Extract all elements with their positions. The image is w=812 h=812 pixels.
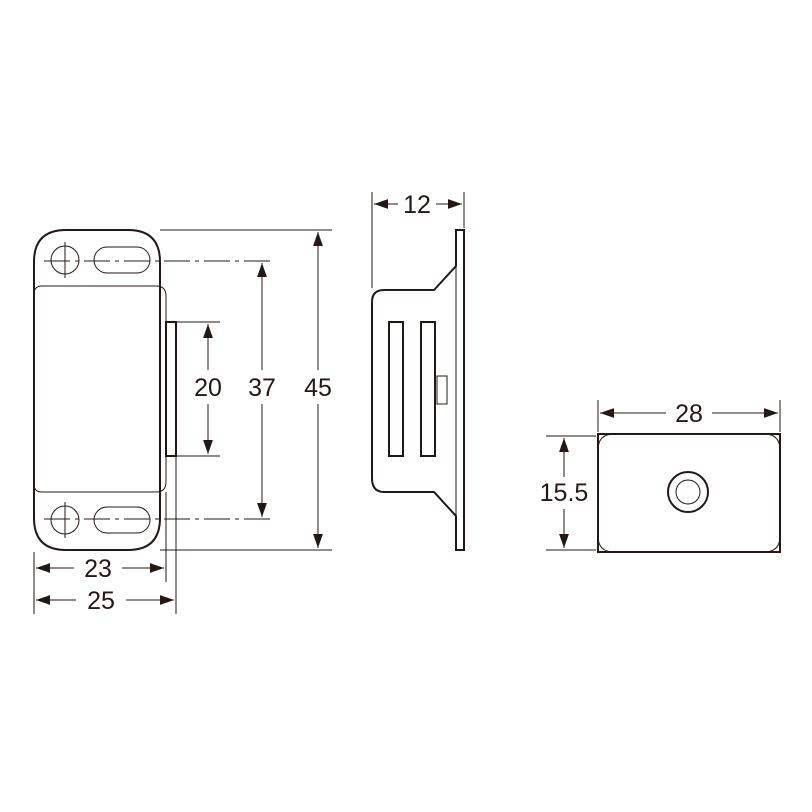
dim-12-label: 12 — [403, 191, 431, 219]
dim-23-label: 23 — [84, 555, 112, 583]
side-profile — [371, 229, 465, 551]
front-view: 20 37 45 23 25 — [33, 229, 332, 615]
front-inner-housing — [33, 285, 167, 493]
dim-45-label: 45 — [304, 374, 332, 402]
dim-15-5-label: 15.5 — [540, 479, 589, 507]
side-view: 12 — [371, 191, 465, 551]
dim-37-label: 37 — [248, 374, 276, 402]
top-slot-hole — [93, 246, 151, 274]
front-outer-body — [33, 229, 161, 551]
strike-plate-outer — [597, 433, 781, 553]
dim-28-label: 28 — [675, 400, 703, 428]
side-latch-tab — [436, 375, 448, 405]
side-magnet-plate-2 — [420, 321, 436, 457]
strike-plate-view: 28 15.5 — [540, 400, 781, 553]
dim-25-label: 25 — [87, 587, 115, 615]
strike-plate-inner — [597, 433, 781, 553]
strike-plate-screw-outer — [667, 471, 709, 513]
magnet-face — [165, 321, 177, 457]
dim-20-label: 20 — [194, 374, 222, 402]
bottom-slot-hole — [93, 506, 151, 534]
side-magnet-plate-1 — [388, 321, 404, 457]
strike-plate-screw-inner — [675, 479, 701, 505]
